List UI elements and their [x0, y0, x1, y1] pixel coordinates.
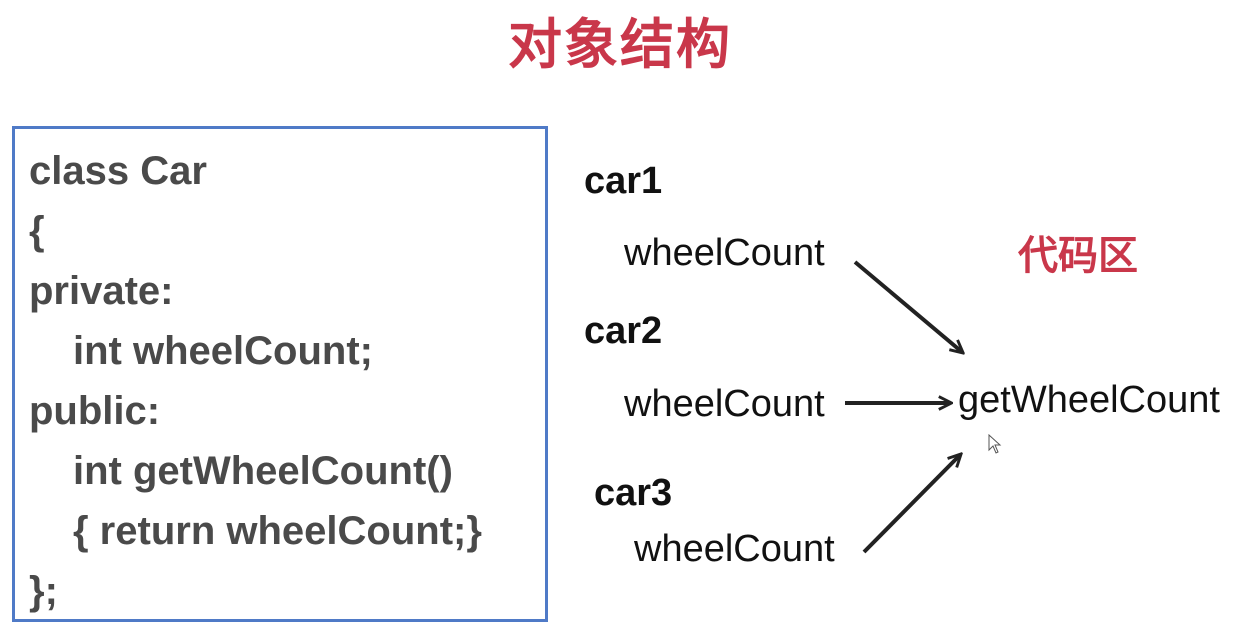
code-line-method-body: { return wheelCount;}	[73, 509, 482, 553]
code-line-class: class Car	[29, 149, 207, 193]
code-area-label: 代码区	[1018, 234, 1138, 278]
code-line-open-brace: {	[29, 209, 45, 253]
object-label-car3: car3	[594, 472, 673, 514]
object-field-car2: wheelCount	[624, 383, 825, 425]
arrow-car1-to-method	[853, 260, 962, 352]
code-line-field-decl: int wheelCount;	[73, 329, 373, 373]
object-field-car3: wheelCount	[634, 528, 835, 570]
object-label-car2: car2	[584, 310, 663, 352]
class-code-box: class Car { private: int wheelCount; pub…	[12, 126, 548, 622]
object-label-car1: car1	[584, 160, 663, 202]
arrow-car3-to-method	[862, 455, 960, 554]
diagram-title: 对象结构	[508, 15, 732, 75]
code-line-private: private:	[29, 269, 174, 313]
code-line-method-decl: int getWheelCount()	[73, 449, 453, 493]
shared-method-label: getWheelCount	[958, 379, 1220, 421]
code-line-public: public:	[29, 389, 161, 433]
object-field-car1: wheelCount	[624, 232, 825, 274]
code-line-close-brace: };	[29, 569, 58, 613]
mouse-cursor-icon	[988, 434, 1002, 454]
